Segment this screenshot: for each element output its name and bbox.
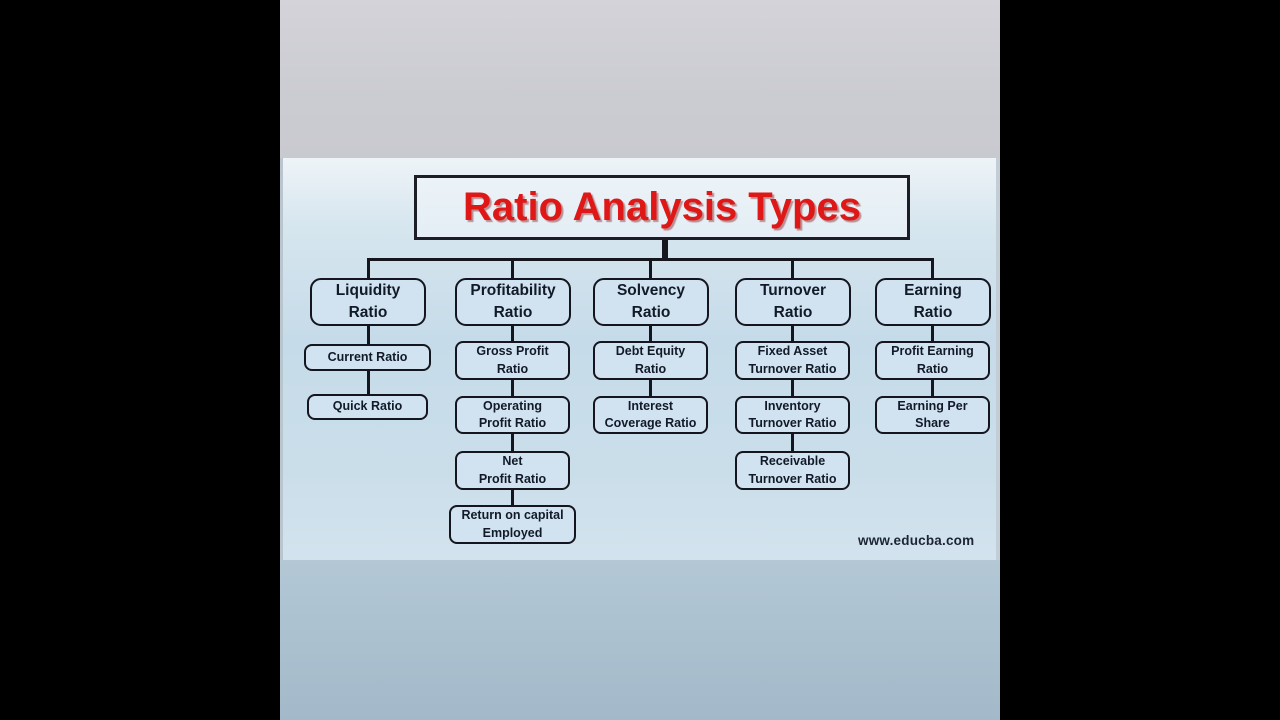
- node-profitability-ratio: Profitability Ratio: [455, 278, 571, 326]
- node-fixed-asset-turnover-ratio: Fixed Asset Turnover Ratio: [735, 341, 850, 380]
- connector-line: [649, 326, 652, 342]
- connector-line: [367, 326, 370, 346]
- node-earning-per-share: Earning Per Share: [875, 396, 990, 434]
- connector-line: [511, 258, 514, 280]
- connector-line: [791, 258, 794, 280]
- watermark-url: www.educba.com: [858, 533, 975, 548]
- connector-line: [931, 380, 934, 397]
- connector-line: [511, 380, 514, 397]
- connector-line: [662, 240, 668, 260]
- node-solvency-ratio: Solvency Ratio: [593, 278, 709, 326]
- background-bottom: [280, 560, 1000, 720]
- node-profit-earning-ratio: Profit Earning Ratio: [875, 341, 990, 380]
- node-quick-ratio: Quick Ratio: [307, 394, 428, 420]
- node-operating-profit-ratio: Operating Profit Ratio: [455, 396, 570, 434]
- letterbox-left: [0, 0, 280, 720]
- node-turnover-ratio: Turnover Ratio: [735, 278, 851, 326]
- node-gross-profit-ratio: Gross Profit Ratio: [455, 341, 570, 380]
- node-current-ratio: Current Ratio: [304, 344, 431, 371]
- connector-line: [511, 326, 514, 342]
- connector-line: [791, 326, 794, 342]
- connector-line: [931, 258, 934, 280]
- node-interest-coverage-ratio: Interest Coverage Ratio: [593, 396, 708, 434]
- connector-line: [931, 326, 934, 342]
- connector-line: [791, 380, 794, 397]
- connector-line: [791, 434, 794, 452]
- connector-line: [649, 258, 652, 280]
- diagram-title: Ratio Analysis Types: [463, 185, 861, 229]
- background-top: [280, 0, 1000, 158]
- connector-line: [649, 380, 652, 397]
- letterbox-right: [1000, 0, 1280, 720]
- connector-line: [367, 371, 370, 395]
- video-content-strip: Ratio Analysis Types Liquidity Ratio Pro…: [280, 0, 1000, 720]
- connector-line: [511, 434, 514, 452]
- node-net-profit-ratio: Net Profit Ratio: [455, 451, 570, 490]
- node-liquidity-ratio: Liquidity Ratio: [310, 278, 426, 326]
- node-return-on-capital-employed: Return on capital Employed: [449, 505, 576, 544]
- node-receivable-turnover-ratio: Receivable Turnover Ratio: [735, 451, 850, 490]
- node-debt-equity-ratio: Debt Equity Ratio: [593, 341, 708, 380]
- connector-line: [511, 490, 514, 506]
- ratio-analysis-diagram: Ratio Analysis Types Liquidity Ratio Pro…: [280, 158, 1000, 560]
- node-earning-ratio: Earning Ratio: [875, 278, 991, 326]
- connector-line: [367, 258, 370, 280]
- node-inventory-turnover-ratio: Inventory Turnover Ratio: [735, 396, 850, 434]
- diagram-title-box: Ratio Analysis Types: [414, 175, 910, 240]
